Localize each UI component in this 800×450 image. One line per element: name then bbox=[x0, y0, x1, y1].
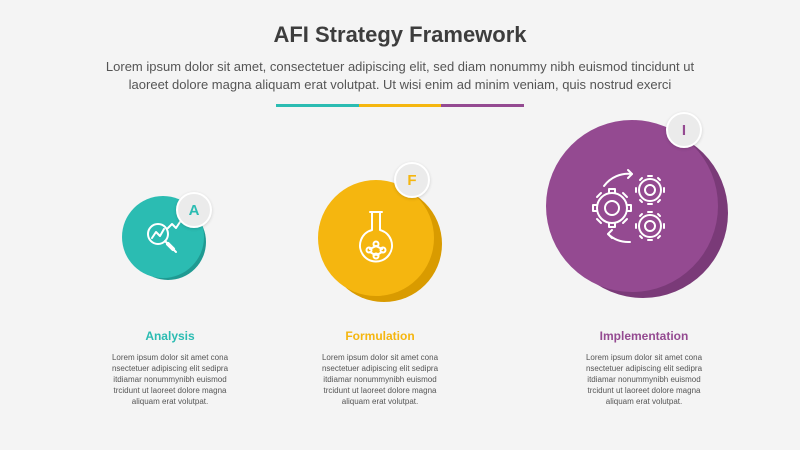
formulation-circle bbox=[318, 180, 434, 296]
badge-a: A bbox=[176, 192, 212, 228]
page-title: AFI Strategy Framework bbox=[273, 22, 527, 47]
desc-line: trcidunt ut laoreet dolore magna bbox=[113, 386, 227, 395]
desc-line: trcidunt ut laoreet dolore magna bbox=[587, 386, 701, 395]
badge-i: I bbox=[666, 112, 702, 148]
desc-line: aliquam erat volutpat. bbox=[605, 397, 683, 406]
divider-yellow-segment bbox=[358, 104, 442, 107]
desc-line: itdiamar nonummynibh euismod bbox=[113, 375, 227, 384]
badge-f-letter: F bbox=[407, 171, 417, 189]
desc-line: Lorem ipsum dolor sit amet cona bbox=[321, 353, 439, 362]
flask-molecule-icon bbox=[359, 211, 393, 263]
badge-a-letter: A bbox=[188, 201, 200, 219]
desc-line: nsectetuer adipiscing elit sedipra bbox=[321, 364, 439, 373]
step-analysis: A bbox=[122, 192, 222, 280]
desc-line: aliquam erat volutpat. bbox=[131, 397, 209, 406]
step-title-implementation: Implementation bbox=[599, 329, 689, 343]
step-desc-implementation: Lorem ipsum dolor sit amet cona nsectetu… bbox=[554, 352, 734, 407]
step-title-analysis: Analysis bbox=[145, 329, 195, 343]
step-implementation: I bbox=[544, 112, 728, 306]
subtitle-line-1: Lorem ipsum dolor sit amet, consectetuer… bbox=[105, 59, 695, 74]
desc-line: itdiamar nonummynibh euismod bbox=[587, 375, 701, 384]
desc-line: Lorem ipsum dolor sit amet cona bbox=[111, 353, 229, 362]
desc-line: aliquam erat volutpat. bbox=[341, 397, 419, 406]
badge-i-letter: I bbox=[681, 121, 687, 139]
subtitle-line-2: laoreet dolore magna aliquam erat volutp… bbox=[128, 77, 672, 92]
divider-purple-segment bbox=[441, 104, 525, 107]
step-desc-analysis: Lorem ipsum dolor sit amet cona nsectetu… bbox=[80, 352, 260, 407]
desc-line: itdiamar nonummynibh euismod bbox=[323, 375, 437, 384]
title-divider bbox=[276, 104, 525, 107]
magnifier-chart-icon bbox=[147, 221, 181, 253]
step-formulation: F bbox=[316, 162, 446, 302]
divider-teal-segment bbox=[276, 104, 359, 107]
desc-line: Lorem ipsum dolor sit amet cona bbox=[585, 353, 703, 362]
step-desc-formulation: Lorem ipsum dolor sit amet cona nsectetu… bbox=[290, 352, 470, 407]
desc-line: nsectetuer adipiscing elit sedipra bbox=[111, 364, 229, 373]
desc-line: nsectetuer adipiscing elit sedipra bbox=[585, 364, 703, 373]
implementation-circle bbox=[546, 120, 718, 292]
step-title-formulation: Formulation bbox=[345, 329, 415, 343]
desc-line: trcidunt ut laoreet dolore magna bbox=[323, 386, 437, 395]
badge-f: F bbox=[394, 162, 430, 198]
gears-cycle-icon bbox=[592, 169, 665, 244]
page-subtitle: Lorem ipsum dolor sit amet, consectetuer… bbox=[40, 58, 760, 94]
